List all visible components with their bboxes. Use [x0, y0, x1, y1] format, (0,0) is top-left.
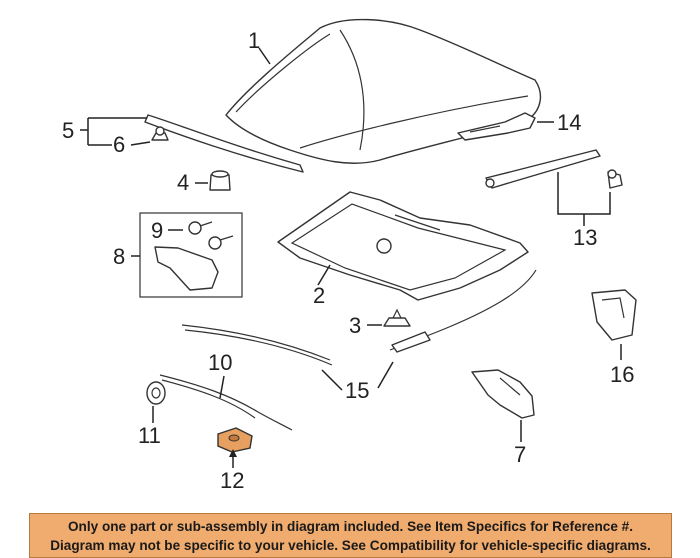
callout-9: 9 — [151, 218, 163, 243]
hood-strut — [485, 149, 623, 189]
callout-15: 15 — [345, 378, 369, 403]
bracket-group-box — [139, 212, 243, 298]
disclaimer-banner: Only one part or sub-assembly in diagram… — [29, 513, 672, 558]
callout-8: 8 — [113, 244, 125, 269]
hood-bumper — [209, 170, 231, 191]
callout-2: 2 — [313, 283, 325, 308]
screw — [208, 235, 234, 250]
disclaimer-line-2: Diagram may not be specific to your vehi… — [50, 537, 651, 553]
callout-11: 11 — [138, 423, 161, 448]
parts-diagram: 1 5 6 4 14 13 9 — [62, 18, 637, 493]
callout-10: 10 — [208, 350, 232, 375]
hood-seal — [144, 114, 304, 173]
callout-3: 3 — [349, 313, 361, 338]
callout-13: 13 — [573, 225, 597, 250]
callout-1: 1 — [248, 28, 260, 53]
hood-hinge — [457, 112, 536, 141]
callout-7: 7 — [514, 442, 526, 467]
disclaimer-line-1: Only one part or sub-assembly in diagram… — [67, 518, 634, 534]
prop-rod — [159, 374, 293, 431]
prop-rod-retainer-highlighted — [217, 427, 253, 453]
callout-16: 16 — [610, 362, 634, 387]
callout-5: 5 — [62, 118, 74, 143]
hood-panel — [225, 18, 542, 164]
callout-4: 4 — [177, 170, 189, 195]
seal-clip — [151, 126, 169, 141]
callout-12: 12 — [220, 468, 244, 493]
hood-insulator — [277, 191, 529, 301]
callout-6: 6 — [113, 132, 125, 157]
hood-latch — [471, 369, 535, 419]
release-bracket — [154, 246, 219, 291]
push-retainer — [383, 308, 411, 327]
bolt — [188, 221, 213, 235]
callout-14: 14 — [557, 110, 581, 135]
release-cable — [181, 269, 537, 366]
latch-bracket — [591, 289, 637, 341]
prop-rod-grommet — [146, 381, 166, 405]
